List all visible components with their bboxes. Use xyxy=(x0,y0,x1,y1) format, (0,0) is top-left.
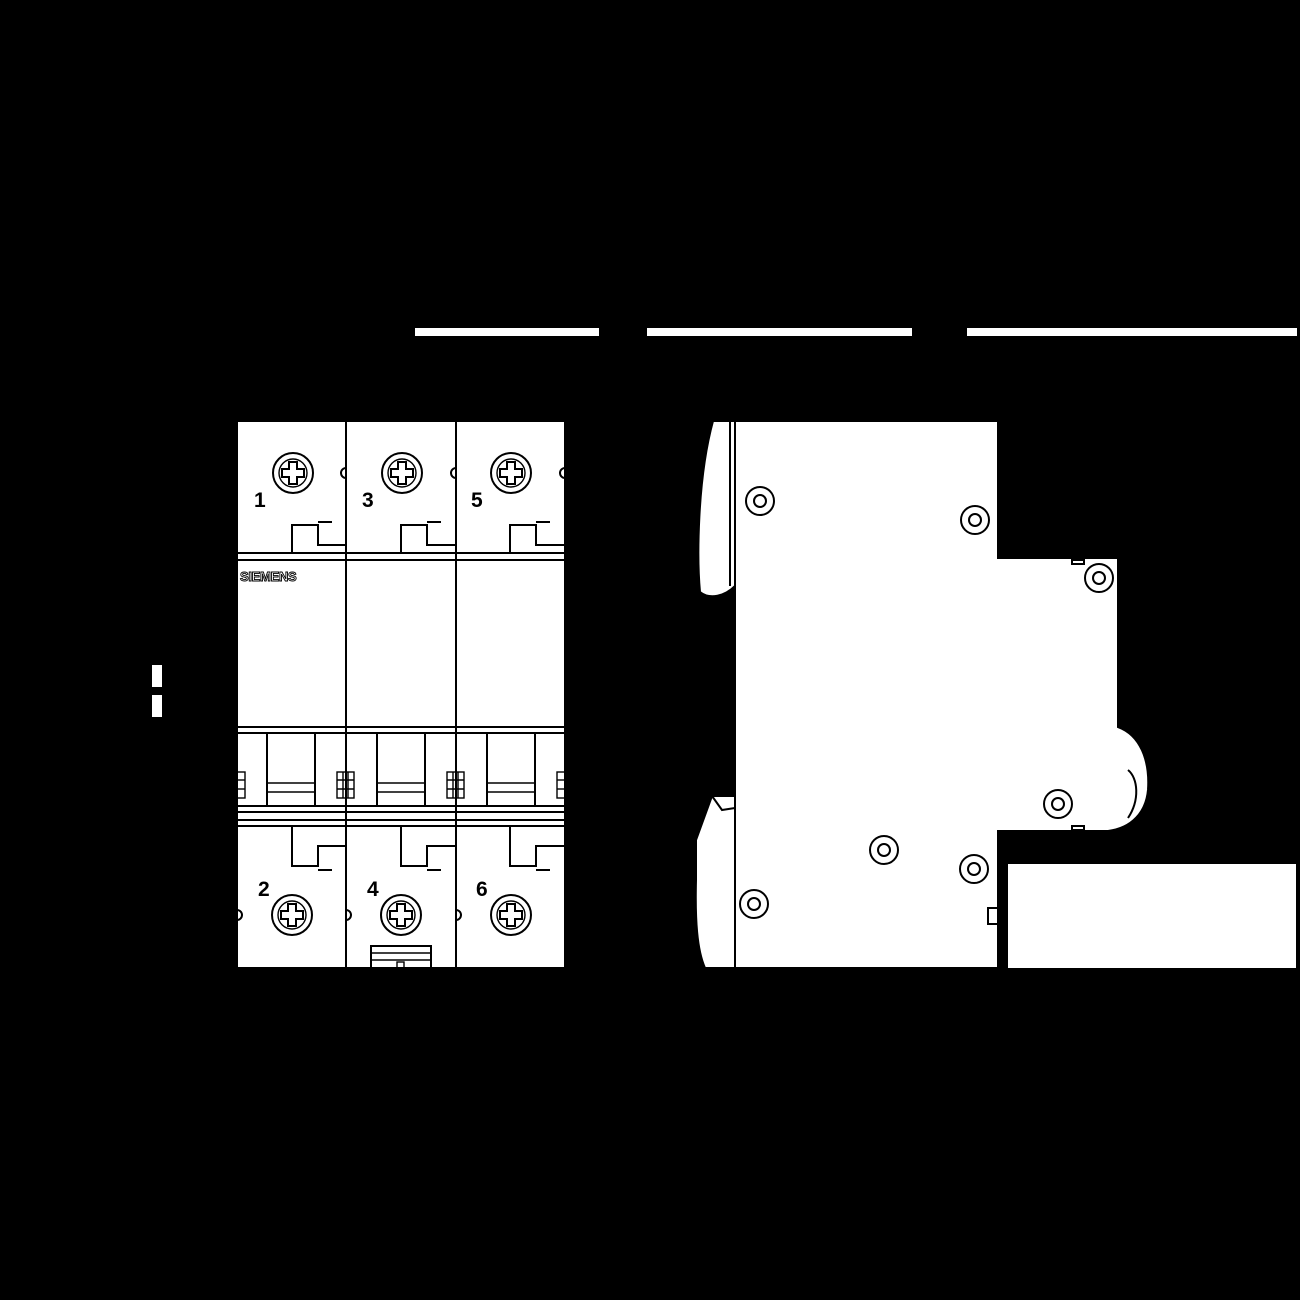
dim-tick-left-1 xyxy=(152,665,162,687)
handle-tie-4 xyxy=(556,771,566,799)
rivet-1 xyxy=(745,486,775,516)
handle-tie-1 xyxy=(236,771,246,799)
terminal-label-1: 1 xyxy=(254,489,266,512)
din-latch xyxy=(370,945,432,969)
side-view xyxy=(694,420,1150,969)
rivet-3 xyxy=(1084,563,1114,593)
side-notch-top xyxy=(1071,559,1085,565)
terminal-label-3: 3 xyxy=(362,489,374,512)
handle-tie-2 xyxy=(336,771,355,799)
toggle-handle-2 xyxy=(376,732,426,807)
screw-top-3 xyxy=(381,452,423,494)
clamp-bottom-1 xyxy=(291,826,346,867)
front-view: SIEMENS 1 3 5 xyxy=(236,420,566,969)
toggle-handle-3 xyxy=(486,732,536,807)
dimension-lines xyxy=(152,328,1297,968)
terminal-label-2: 2 xyxy=(258,878,270,901)
clamp-top-3 xyxy=(509,524,565,553)
clamp-bottom-3 xyxy=(509,826,565,867)
clamp-top-1 xyxy=(291,524,346,553)
dim-bar-top-3 xyxy=(967,328,1297,336)
rivet-4 xyxy=(1043,789,1073,819)
front-body xyxy=(236,420,566,969)
dim-block-right xyxy=(1008,864,1296,968)
side-notch-bottom xyxy=(1071,825,1085,831)
brand-label: SIEMENS xyxy=(240,569,297,584)
rivet-2 xyxy=(960,505,990,535)
toggle-handle-1 xyxy=(266,732,316,807)
screw-top-5 xyxy=(490,452,532,494)
notch-top-3 xyxy=(559,467,566,479)
screw-top-1 xyxy=(272,452,314,494)
side-body xyxy=(694,420,1150,969)
dim-bar-top-2 xyxy=(647,328,912,336)
clamp-bottom-2 xyxy=(400,826,456,867)
screw-bottom-6 xyxy=(490,894,532,936)
notch-top-1 xyxy=(340,467,347,479)
notch-bottom-2 xyxy=(345,909,352,921)
screw-bottom-4 xyxy=(380,894,422,936)
notch-bottom-3 xyxy=(455,909,462,921)
notch-top-2 xyxy=(450,467,457,479)
rivet-5 xyxy=(869,835,899,865)
side-notch-left xyxy=(987,907,999,925)
notch-bottom-1 xyxy=(236,909,243,921)
rivet-7 xyxy=(739,889,769,919)
dim-tick-left-2 xyxy=(152,695,162,717)
clamp-top-2 xyxy=(400,524,456,553)
terminal-label-5: 5 xyxy=(471,489,483,512)
side-latch xyxy=(711,795,736,812)
terminal-label-4: 4 xyxy=(367,878,379,901)
side-arc xyxy=(1127,769,1138,819)
terminal-label-6: 6 xyxy=(476,878,488,901)
handle-tie-3 xyxy=(446,771,465,799)
rivet-6 xyxy=(959,854,989,884)
dim-bar-top-1 xyxy=(415,328,599,336)
screw-bottom-2 xyxy=(271,894,313,936)
